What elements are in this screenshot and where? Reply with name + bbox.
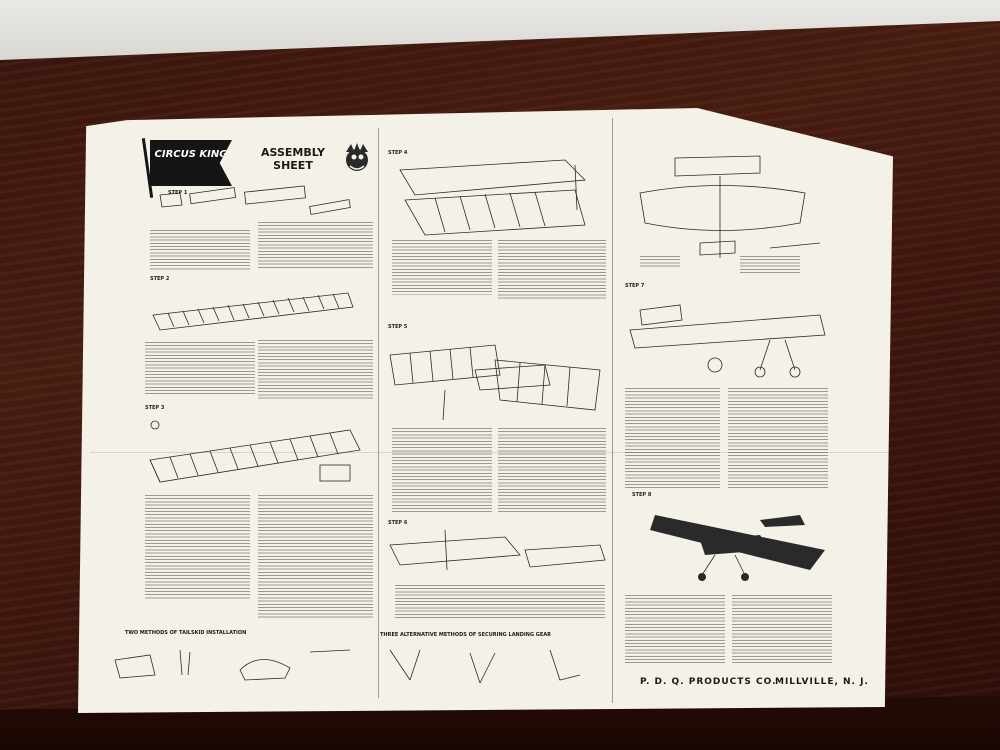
step-6-label: STEP 6 [388, 520, 408, 526]
step-4-text-left [392, 240, 492, 295]
landing-gear-heading: THREE ALTERNATIVE METHODS OF SECURING LA… [380, 632, 552, 638]
step-2-text-left [145, 342, 255, 394]
step-2-wing-ribs [152, 292, 354, 331]
step-1-text-right [258, 222, 373, 270]
step-4-text-right [498, 240, 606, 300]
three-view-plan [639, 155, 821, 258]
sheet-title: ASSEMBLY SHEET [261, 146, 325, 172]
landing-gear-diagrams [389, 649, 581, 684]
step-1-text-left [150, 230, 250, 270]
step-3-text-right [258, 495, 373, 620]
step-7-text-right [728, 388, 828, 488]
step-3-text-left [145, 495, 250, 600]
assembly-sheet [78, 108, 893, 713]
step-5-text-right [498, 428, 606, 513]
step-7-airplane-assembly [629, 304, 826, 378]
specs-right [740, 256, 800, 274]
fold-line-horizontal [90, 452, 890, 453]
mascot-icon [346, 143, 368, 171]
step-4-label: STEP 4 [388, 150, 408, 156]
step-5-text-left [392, 428, 492, 513]
step-8-text-right [732, 595, 832, 665]
step-2-label: STEP 2 [150, 276, 170, 282]
tailskid-diagrams [114, 649, 351, 681]
step-8-text-left [625, 595, 725, 665]
step-7-text-left [625, 388, 720, 488]
step-5-wing-fuselage [389, 344, 601, 421]
step-6-stabilizer [389, 529, 606, 571]
tailskid-heading: TWO METHODS OF TAILSKID INSTALLATION [125, 630, 247, 636]
fold-line-1 [378, 128, 379, 698]
step-6-text [395, 585, 605, 620]
step-8-finished-airplane [650, 515, 825, 581]
fold-line-2 [612, 118, 613, 703]
footer-company: P. D. Q. PRODUCTS CO. [640, 677, 777, 687]
step-5-label: STEP 5 [388, 324, 408, 330]
footer-city: MILLVILLE, N. J. [775, 677, 869, 687]
step-4-fuselage-diagram [399, 159, 586, 236]
step-3-label: STEP 3 [145, 405, 165, 411]
step-7-label: STEP 7 [625, 283, 645, 289]
step-8-label: STEP 8 [632, 492, 652, 498]
circus-king-logo: CIRCUS KING [150, 140, 232, 186]
step-2-text-right [258, 340, 373, 400]
step-3-wing-assembly [149, 420, 361, 483]
step-1-diagram [159, 185, 351, 215]
specs-left [640, 256, 680, 268]
